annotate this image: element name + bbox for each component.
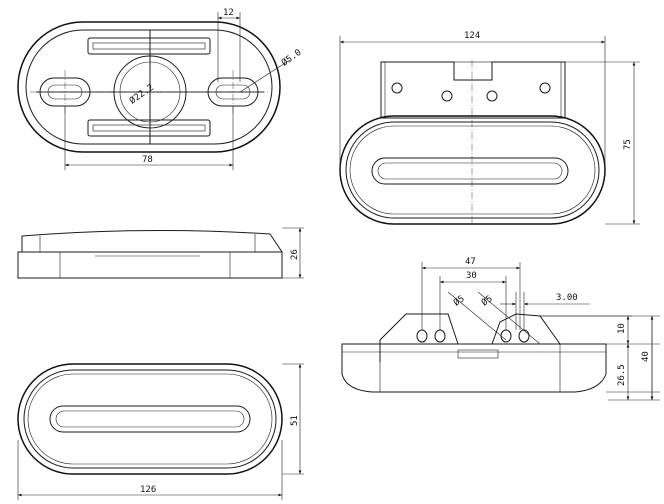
dim-height-10: 10 <box>617 323 627 334</box>
dim-width-12: 12 <box>223 8 234 18</box>
dim-hole-b: Ø5 <box>479 293 494 308</box>
bottom-view: 51 126 <box>17 363 304 500</box>
dim-offset-3: 3.00 <box>556 293 578 303</box>
side-view: 26 <box>17 227 304 279</box>
dim-span-78: 78 <box>142 155 153 165</box>
dim-height-75: 75 <box>623 139 633 150</box>
front-view: 124 75 <box>339 31 640 225</box>
bracket-view: 47 30 Ø5 Ø5 3.00 10 40 26.5 <box>341 257 660 401</box>
dim-width-126: 126 <box>140 485 156 495</box>
dim-span-47: 47 <box>465 257 476 267</box>
dim-span-30: 30 <box>466 271 477 281</box>
dim-width-124: 124 <box>464 31 480 41</box>
dim-center-diameter: Ø22.2 <box>127 82 156 107</box>
dim-height-26: 26 <box>290 249 300 260</box>
dim-hole-a: Ø5 <box>451 293 466 308</box>
dim-height-40: 40 <box>641 351 651 362</box>
dim-height-26-5: 26.5 <box>617 364 627 386</box>
top-view: 12 78 Ø5.0 Ø22.2 <box>17 8 303 170</box>
dim-height-51: 51 <box>290 415 300 426</box>
dim-hole-diameter: Ø5.0 <box>279 47 303 68</box>
